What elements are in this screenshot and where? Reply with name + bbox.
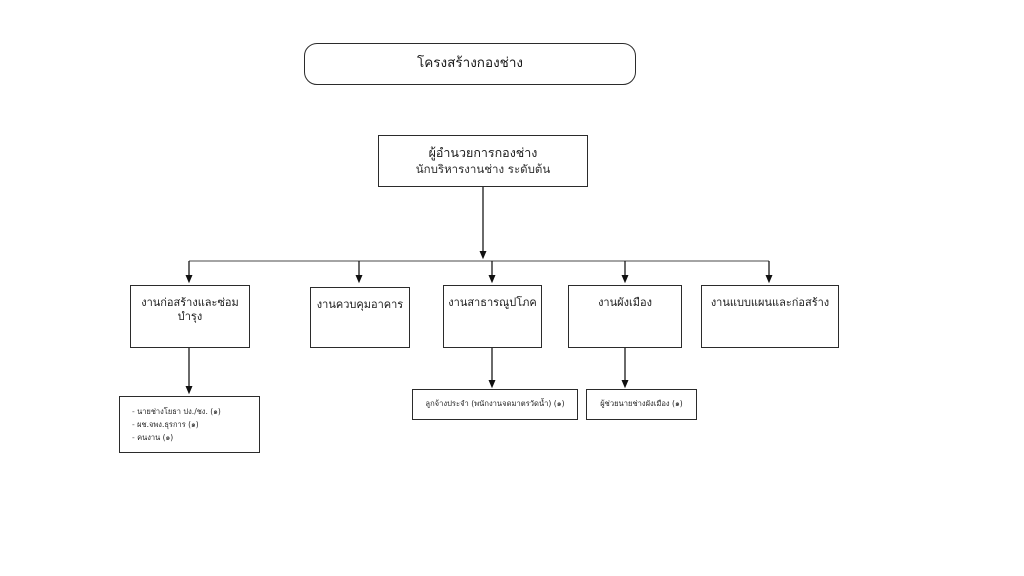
node-leaf-label: ผู้ช่วยนายช่างผังเมือง (๑) xyxy=(600,399,683,408)
node-leaf-assistant-city-planner: ผู้ช่วยนายช่างผังเมือง (๑) xyxy=(586,389,697,420)
node-unit-public-utilities: งานสาธารณูปโภค xyxy=(443,285,542,348)
staff-roster-line: คนงาน (๑) xyxy=(132,431,259,444)
node-director-title: ผู้อำนวยการกองช่าง xyxy=(428,145,538,160)
node-leaf-water-meter-worker: ลูกจ้างประจำ (พนักงานจดมาตรวัดน้ำ) (๑) xyxy=(412,389,578,420)
node-unit-label: งานแบบแผนและก่อสร้าง xyxy=(710,296,830,309)
node-unit-label: งานก่อสร้างและซ่อมบำรุง xyxy=(141,296,239,324)
node-unit-city-planning: งานผังเมือง xyxy=(568,285,682,348)
diagram-title-label: โครงสร้างกองช่าง xyxy=(417,55,523,72)
node-unit-construction-maintenance: งานก่อสร้างและซ่อมบำรุง xyxy=(130,285,250,348)
node-unit-label: งานสาธารณูปโภค xyxy=(448,296,537,309)
node-unit-label: งานควบคุมอาคาร xyxy=(316,298,404,311)
staff-roster-line: นายช่างโยธา ปง./ชง. (๑) xyxy=(132,405,259,418)
diagram-title-box: โครงสร้างกองช่าง xyxy=(304,43,636,85)
node-unit-design-construction: งานแบบแผนและก่อสร้าง xyxy=(701,285,839,348)
node-leaf-label: ลูกจ้างประจำ (พนักงานจดมาตรวัดน้ำ) (๑) xyxy=(425,399,565,408)
node-director: ผู้อำนวยการกองช่าง นักบริหารงานช่าง ระดั… xyxy=(378,135,588,187)
node-unit-building-control: งานควบคุมอาคาร xyxy=(310,287,410,348)
staff-roster-line: ผช.จพง.ธุรการ (๑) xyxy=(132,418,259,431)
node-director-subtitle: นักบริหารงานช่าง ระดับต้น xyxy=(415,161,551,176)
node-unit-label: งานผังเมือง xyxy=(598,296,652,309)
node-staff-roster: นายช่างโยธา ปง./ชง. (๑) ผช.จพง.ธุรการ (๑… xyxy=(119,396,260,453)
